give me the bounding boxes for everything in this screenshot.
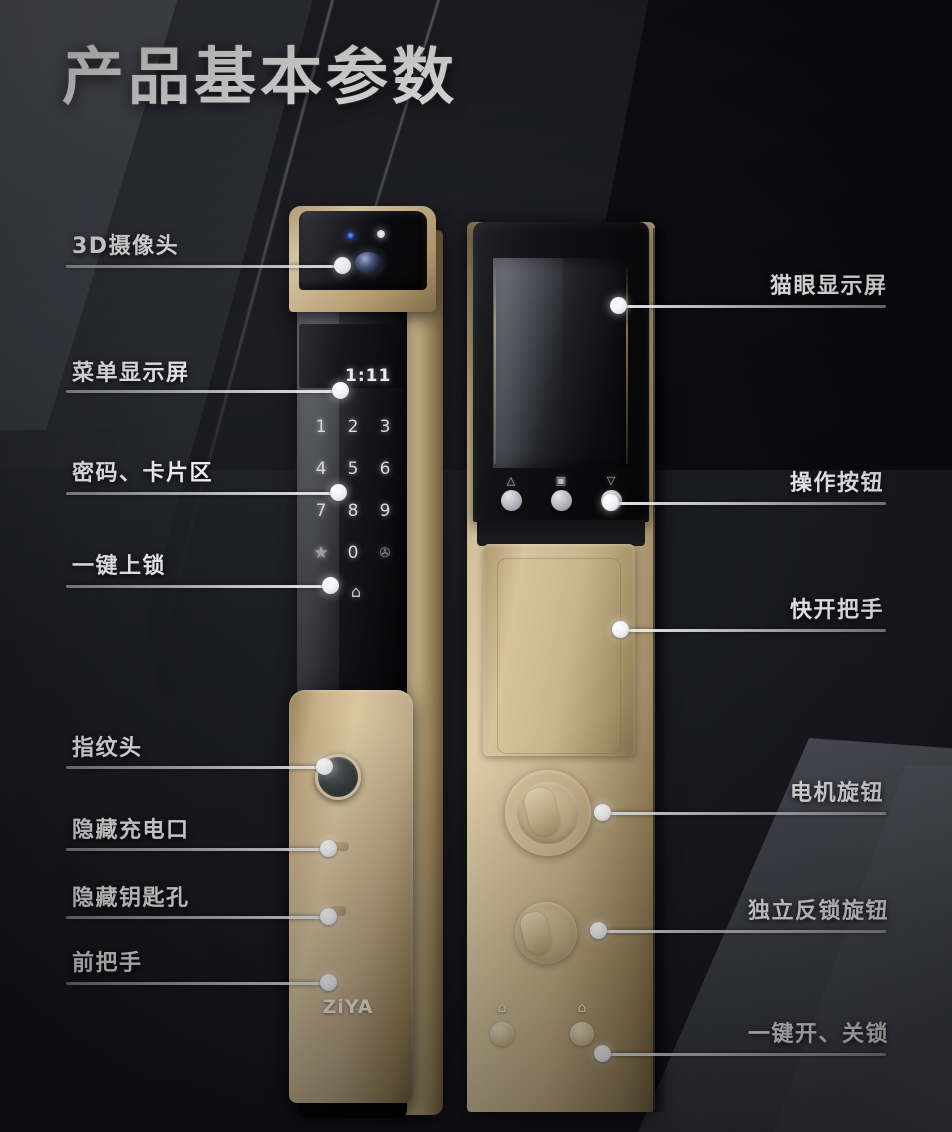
screen-time-text: 1:11 [345,366,392,386]
callout-label: 3D摄像头 [72,234,180,259]
white-led-indicator-icon [377,230,385,238]
callout-label: 操作按钮 [790,471,885,496]
brand-logo: ZiYA [322,996,374,1018]
keypad-key[interactable]: 0 [347,543,359,563]
callout-dot [332,382,349,399]
callout-leader-line [600,930,886,933]
callout-dot [610,297,627,314]
callout-dot [590,922,607,939]
callout-leader-line [66,390,340,393]
front-handle[interactable] [289,690,413,1103]
screen-gold-trim-left [494,262,496,464]
screen-gold-trim-right [626,262,628,464]
hidden-keyhole-icon [330,906,346,916]
callout-dot [334,257,351,274]
lock-icon-right: ⌂ [577,1000,587,1016]
callout-label: 隐藏钥匙孔 [72,886,190,911]
one-key-lock-button[interactable] [570,1022,594,1046]
callout-dot [330,484,347,501]
callout-label: 隐藏充电口 [72,818,190,843]
3d-camera-lens-icon [355,252,381,273]
callout-leader-line [66,982,328,985]
keypad-key[interactable]: 3 [379,417,391,437]
keypad[interactable]: 1 2 3 4 5 6 7 8 9 ★ 0 ✇ [305,406,401,574]
camera-housing [289,206,436,312]
callout-leader-line [66,848,328,851]
callout-label: 快开把手 [790,598,885,623]
blue-led-indicator-icon [347,232,354,239]
one-key-lock-icon[interactable]: ⌂ [350,581,362,601]
callout-label: 一键开、关锁 [748,1022,890,1047]
callout-leader-line [66,492,338,495]
callout-leader-line [620,305,886,308]
page-title: 产品基本参数 [62,40,459,113]
operation-button-up[interactable] [501,490,522,511]
callout-dot [612,621,629,638]
callout-label: 密码、卡片区 [72,461,214,486]
keypad-key[interactable]: 6 [379,459,391,479]
hidden-charging-port-icon [327,842,349,851]
button-menu-icon: ▣ [555,474,567,487]
callout-leader-line [604,1053,886,1056]
callout-label: 指纹头 [72,736,143,761]
keypad-key[interactable]: 4 [315,459,327,479]
rear-lock-neck [477,520,645,546]
quick-open-handle-inset [497,558,621,754]
button-up-icon: △ [506,474,516,487]
one-key-unlock-button[interactable] [490,1022,514,1046]
callout-label: 猫眼显示屏 [770,274,888,299]
callout-dot [320,840,337,857]
callout-leader-line [622,629,886,632]
callout-leader-line [604,812,886,815]
keypad-key[interactable]: 2 [347,417,359,437]
callout-dot [320,908,337,925]
peephole-display-screen [493,258,629,468]
callout-leader-line [66,585,330,588]
callout-dot [322,577,339,594]
keypad-key[interactable]: 9 [379,501,391,521]
callout-dot [594,804,611,821]
callout-leader-line [66,916,328,919]
keypad-key[interactable]: 8 [347,501,359,521]
rear-lock-body: △ ▣ ▽ ⌂ ⌂ [463,222,669,1112]
keypad-key-star[interactable]: ★ [313,543,329,563]
callout-leader-line [66,265,342,268]
callout-label: 前把手 [72,951,143,976]
callout-label: 菜单显示屏 [72,361,190,386]
operation-button-menu[interactable] [551,490,572,511]
front-lock-menu-screen [299,324,405,388]
lock-icon-left: ⌂ [497,1000,507,1016]
rear-lock-shadow [653,228,669,1112]
callout-leader-line [612,502,886,505]
callout-label: 电机旋钮 [790,781,885,806]
callout-dot [602,494,619,511]
quick-open-handle[interactable] [483,544,635,756]
callout-label: 独立反锁旋钮 [748,899,890,924]
callout-dot [594,1045,611,1062]
keypad-key[interactable]: 7 [315,501,327,521]
camera-glass [299,211,427,290]
card-reader-icon[interactable]: ✇ [379,545,391,561]
callout-dot [316,758,333,775]
callout-label: 一键上锁 [72,554,167,579]
callout-dot [320,974,337,991]
keypad-key[interactable]: 5 [347,459,359,479]
callout-leader-line [66,766,324,769]
keypad-key[interactable]: 1 [315,417,327,437]
button-down-icon: ▽ [606,474,616,487]
